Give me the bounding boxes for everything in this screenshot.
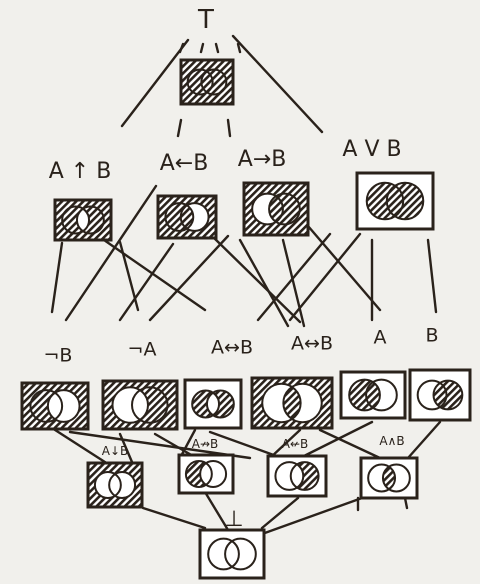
edge-iff-and	[318, 428, 382, 460]
label-a: A	[373, 326, 387, 349]
edge-a-or-b-b	[426, 238, 438, 314]
edge-and-bottom	[260, 496, 364, 536]
tick-top-3	[214, 42, 220, 54]
edge-not-b-nor	[50, 426, 110, 466]
edge-a-nand-b-not-b	[50, 241, 64, 314]
edge-nor-bottom	[141, 506, 207, 530]
edge-xor-b-nimplies	[208, 430, 284, 460]
tick-top-4	[236, 42, 242, 54]
label-a-or-b: A V B	[342, 137, 402, 162]
label-top: T	[198, 5, 214, 35]
a-or-b-node	[355, 171, 435, 231]
a-nor-b-node	[86, 461, 144, 509]
b-node	[408, 368, 472, 422]
label-b-implies-a: A←B	[159, 151, 209, 176]
edge-iff-b-nimplies	[268, 428, 302, 460]
label-not-a: ¬A	[127, 338, 157, 361]
edge-b-and	[406, 420, 442, 460]
tick-top-5	[176, 118, 183, 138]
label-not-b: ¬B	[43, 344, 73, 367]
edge-a-implies-b-iff	[238, 238, 290, 328]
not-b-node	[20, 381, 90, 431]
edge-a-or-b-xor	[256, 232, 332, 322]
a-xor-b-node	[250, 376, 334, 430]
label-a-nimplies-b: A↛B	[191, 437, 219, 451]
top-node	[179, 58, 235, 106]
tick-and-2	[403, 496, 409, 510]
bottom-node	[198, 528, 266, 580]
b-implies-a-node	[156, 194, 218, 240]
label-a-iff-b: A↔B	[291, 332, 333, 355]
label-a-implies-b: A→B	[237, 147, 287, 172]
edge-a-nand-b-not-a	[102, 238, 207, 312]
not-a-node	[101, 379, 179, 431]
edge-b-nimplies-bottom	[260, 496, 300, 530]
tick-top-6	[226, 118, 232, 138]
edge-xor-nimplies	[178, 428, 197, 460]
edge-b-implies-a-not-b	[64, 184, 158, 322]
tick-top-2	[199, 42, 205, 54]
b-nimplies-a-node	[266, 454, 328, 498]
label-a-nand-b: A ↑ B	[48, 159, 112, 184]
edge-b-implies-a-a	[118, 242, 175, 322]
edge-a-implies-b-not-a	[148, 234, 230, 322]
label-a-nor-b: A↓B	[101, 444, 129, 458]
label-b: B	[425, 324, 439, 347]
edge-a-or-b-a	[306, 224, 382, 312]
a-iff-b-node	[183, 378, 243, 430]
label-bottom: ⊥	[224, 507, 244, 532]
edge-top-a-nand-b	[120, 38, 190, 128]
edge-a-b-nimplies	[298, 420, 374, 460]
edge-b-implies-a-iff	[210, 234, 302, 324]
a-nimplies-b-node	[177, 453, 235, 495]
a-node	[339, 370, 407, 420]
label-a-and-b: A∧B	[379, 434, 405, 448]
a-implies-b-node	[242, 181, 310, 237]
edge-nimplies-bottom	[203, 490, 230, 532]
a-nand-b-node	[53, 198, 113, 242]
label-a-xor-b: A↔B	[211, 336, 253, 359]
edge-top-a-or-b	[231, 34, 324, 134]
edge-a-implies-b-b	[281, 238, 306, 328]
tick-top-1	[178, 42, 185, 54]
a-and-b-node	[359, 456, 419, 500]
label-b-nimplies-a: A↚B	[281, 437, 309, 451]
edge-a-or-b-iff	[288, 232, 362, 322]
